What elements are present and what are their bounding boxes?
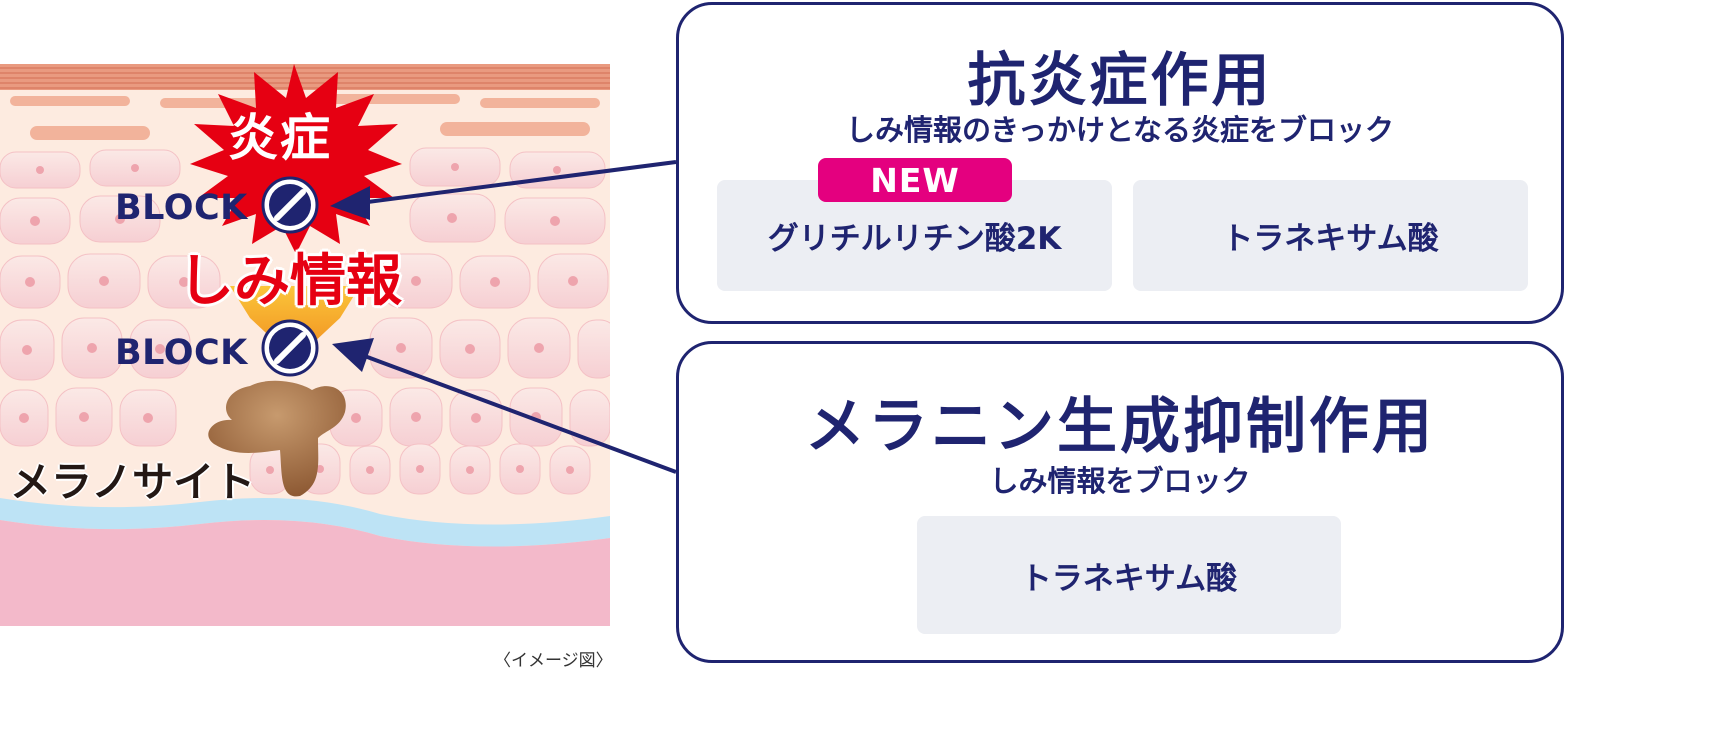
melanocyte-label: メラノサイト	[10, 458, 256, 506]
new-badge: NEW	[818, 158, 1012, 202]
melanocyte-shape	[208, 380, 346, 497]
block-label-bottom: BLOCK	[115, 333, 248, 373]
shimi-info-label: しみ情報	[178, 249, 402, 314]
ingredient-chip: トラネキサム酸	[917, 516, 1341, 634]
ingredient-label: グリチルリチン酸2K	[767, 221, 1062, 257]
panel-title: 抗炎症作用	[967, 46, 1273, 114]
block-icon	[261, 176, 319, 234]
block-icon	[261, 319, 319, 377]
ingredient-label: トラネキサム酸	[1222, 221, 1439, 257]
ingredient-label: トラネキサム酸	[1020, 560, 1238, 597]
panel-title: メラニン生成抑制作用	[805, 392, 1435, 462]
image-caption: 〈イメージ図〉	[494, 651, 613, 671]
ingredient-chip: トラネキサム酸	[1133, 180, 1528, 291]
inflammation-label: 炎症	[228, 109, 332, 167]
skin-cross-section	[0, 64, 610, 626]
skin-illustration	[0, 64, 610, 626]
panel-subtitle: しみ情報をブロック	[989, 464, 1251, 498]
anti-inflammatory-panel: 抗炎症作用 しみ情報のきっかけとなる炎症をブロック グリチルリチン酸2K NEW…	[676, 2, 1564, 324]
block-label-top: BLOCK	[115, 188, 248, 228]
panel-subtitle: しみ情報のきっかけとなる炎症をブロック	[845, 113, 1395, 147]
melanin-suppression-panel: メラニン生成抑制作用 しみ情報をブロック トラネキサム酸	[676, 341, 1564, 663]
